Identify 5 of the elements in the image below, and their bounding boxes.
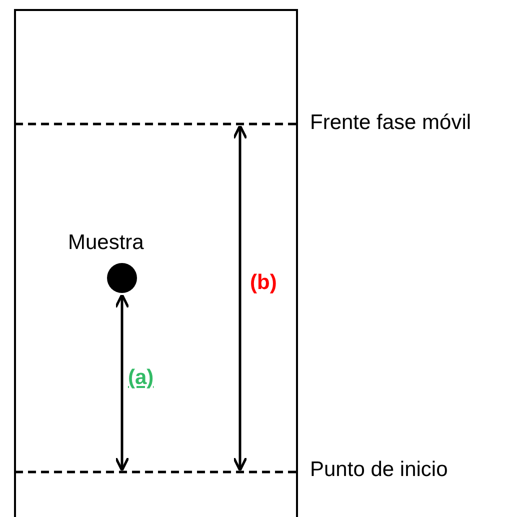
text-label: Muestra [68, 232, 144, 253]
text-label: (b) [250, 272, 277, 293]
text-label: Frente fase móvil [310, 112, 472, 133]
text-label: Punto de inicio [310, 459, 448, 480]
text-label: (a) [128, 367, 154, 388]
